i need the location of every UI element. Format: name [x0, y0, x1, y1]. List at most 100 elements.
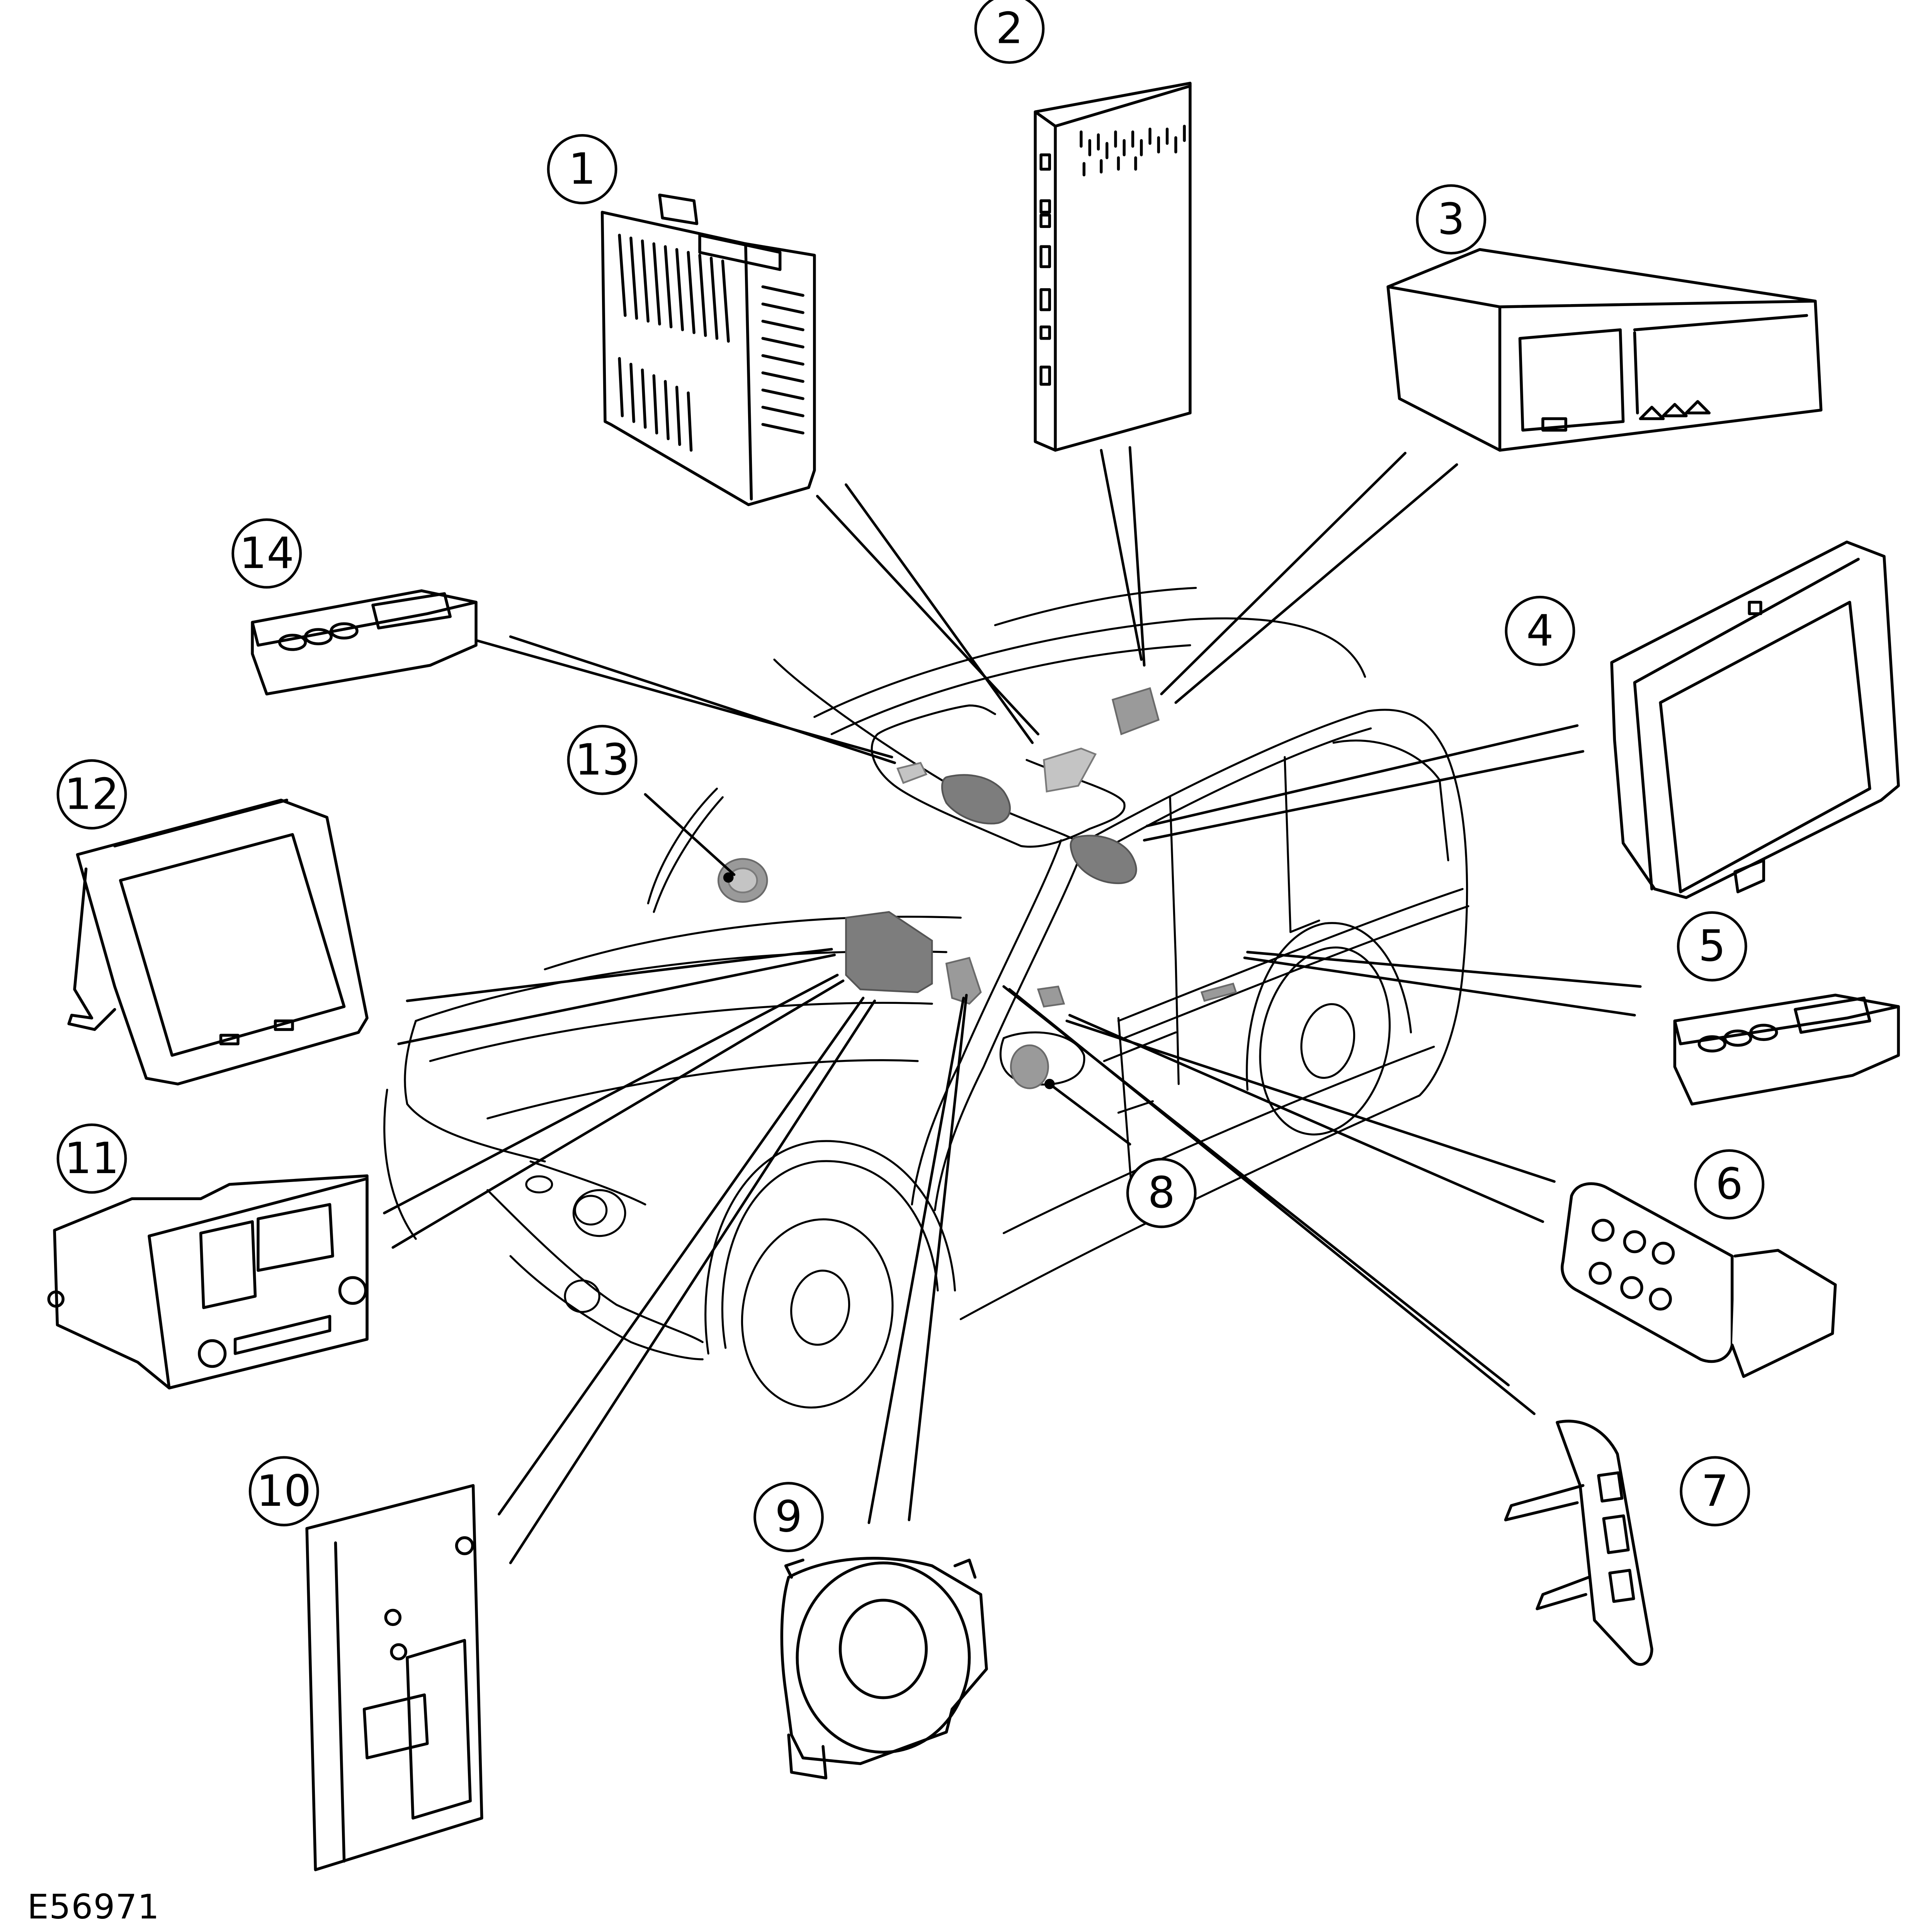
- leader-10b: [509, 999, 876, 1565]
- audio-unit-connector: [47, 1290, 65, 1308]
- switch-14-top: [251, 600, 478, 647]
- front-wheel-arch-2: [704, 1140, 956, 1355]
- leader-9a: [867, 997, 965, 1524]
- module-10-edge: [334, 1541, 346, 1863]
- switch-14-body: [251, 589, 478, 696]
- switch-7-clip-2: [1536, 1576, 1590, 1611]
- switch-5-body: [1673, 993, 1900, 1106]
- switch-6-button-2: [1623, 1230, 1646, 1253]
- component-3-cd-changer: [1386, 248, 1823, 452]
- callout-4-number: 4: [1526, 606, 1554, 656]
- leader-3b: [1174, 463, 1458, 704]
- callout-12: 12: [56, 759, 127, 830]
- display-4-screen: [1659, 600, 1871, 893]
- a-pillar-2: [934, 845, 1085, 1211]
- audio-unit-knob-left: [198, 1339, 227, 1368]
- belt-line: [1117, 888, 1464, 1022]
- module-1-connector: [658, 193, 699, 225]
- display-4-bezel: [1633, 558, 1860, 891]
- leader-13: [644, 793, 736, 876]
- module-10-frame: [406, 1639, 472, 1820]
- component-4-display: [1610, 540, 1900, 899]
- leader-11a: [383, 974, 839, 1214]
- rear-body: [1418, 750, 1468, 1097]
- badge: [525, 1175, 553, 1194]
- switch-14-window: [371, 592, 452, 630]
- switch-6-button-4: [1588, 1262, 1612, 1285]
- callout-6-number: 6: [1716, 1160, 1743, 1209]
- callout-9: 9: [753, 1482, 824, 1552]
- roof-switch-14: [896, 762, 928, 784]
- module-1-ribs: [618, 233, 804, 452]
- door-handle-rear: [1289, 919, 1320, 933]
- component-9-clockspring: [780, 1557, 988, 1780]
- audio-unit-front: [148, 1177, 369, 1389]
- roof-rail-mid: [994, 587, 1197, 626]
- component-6-steering-switch: [1561, 1182, 1837, 1378]
- cd-changer-logo: [1541, 417, 1567, 432]
- roof-module-2: [1111, 687, 1160, 735]
- switch-6-connector: [1730, 1249, 1837, 1378]
- leader-lines: [383, 446, 1642, 1565]
- leader-2a: [1100, 449, 1143, 661]
- switch-6-button-1: [1592, 1219, 1615, 1242]
- door-pillar-c: [1284, 756, 1292, 933]
- callouts: 1 2 3 4 5 6 7 8 9 10 11 12 13 14: [56, 0, 1765, 1552]
- vehicle-outline: [383, 587, 1469, 1409]
- cd-changer-panel: [1633, 314, 1808, 415]
- cd-changer-front-edge: [1386, 285, 1817, 452]
- display-12-button-2: [274, 1019, 294, 1031]
- module-10-hole-2: [384, 1609, 402, 1626]
- rear-wheel-arch: [1246, 922, 1412, 1091]
- display-12-button-1: [219, 1034, 240, 1046]
- leader-11b: [391, 979, 845, 1249]
- audio-unit-knob-right: [338, 1276, 367, 1305]
- clockspring-outer: [796, 1561, 971, 1754]
- module-1-edge: [744, 242, 753, 501]
- display-4-body: [1610, 540, 1900, 899]
- callout-14: 14: [231, 518, 302, 589]
- callout-2: 2: [974, 0, 1045, 64]
- door-pillar-b: [1169, 796, 1180, 1085]
- leader-6a: [1065, 1019, 1556, 1183]
- callout-7: 7: [1680, 1456, 1750, 1527]
- module-10-hole-1: [455, 1536, 474, 1555]
- module-2-ports: [1039, 153, 1051, 386]
- headlamp: [572, 1189, 626, 1237]
- component-5-switch-pack: [1673, 993, 1900, 1106]
- clockspring-tab-right: [953, 1558, 977, 1579]
- leader-4a: [1146, 724, 1579, 827]
- clockspring-inner: [838, 1599, 928, 1699]
- roof-module-1: [1043, 747, 1097, 793]
- windshield-left-2: [653, 796, 724, 913]
- leader-1a: [816, 495, 1039, 736]
- switch-5-top: [1673, 1005, 1900, 1046]
- clockspring-body: [780, 1557, 988, 1765]
- switch-6-button-6: [1649, 1287, 1672, 1311]
- display-12-screen: [119, 833, 346, 1057]
- callout-5: 5: [1677, 911, 1747, 982]
- leader-2b: [1128, 446, 1146, 667]
- grille-top: [529, 1160, 646, 1206]
- cd-changer-eject-arrows: [1639, 400, 1711, 420]
- callout-7-number: 7: [1701, 1466, 1729, 1516]
- front-headrest-display: [941, 774, 1011, 825]
- switch-5-button-2: [1723, 1029, 1752, 1047]
- leader-14a: [472, 638, 893, 759]
- rear-wheel: [1259, 946, 1391, 1136]
- callout-8-number: 8: [1148, 1168, 1175, 1218]
- hood-line: [429, 1002, 933, 1062]
- cd-changer-slot: [1518, 328, 1625, 432]
- component-11-audio-unit: [47, 1174, 369, 1389]
- fender-front: [383, 1088, 417, 1240]
- callout-5-number: 5: [1698, 922, 1726, 971]
- instrument-panel-units: [845, 911, 933, 993]
- body-side-lower: [959, 1094, 1421, 1320]
- hood-crease: [486, 1059, 919, 1120]
- leader-dot-13: [723, 872, 734, 883]
- hood-front-edge: [404, 1020, 546, 1163]
- leader-5b: [1243, 956, 1636, 1017]
- module-10-label: [362, 1693, 429, 1760]
- audio-unit-buttons: [233, 1315, 332, 1355]
